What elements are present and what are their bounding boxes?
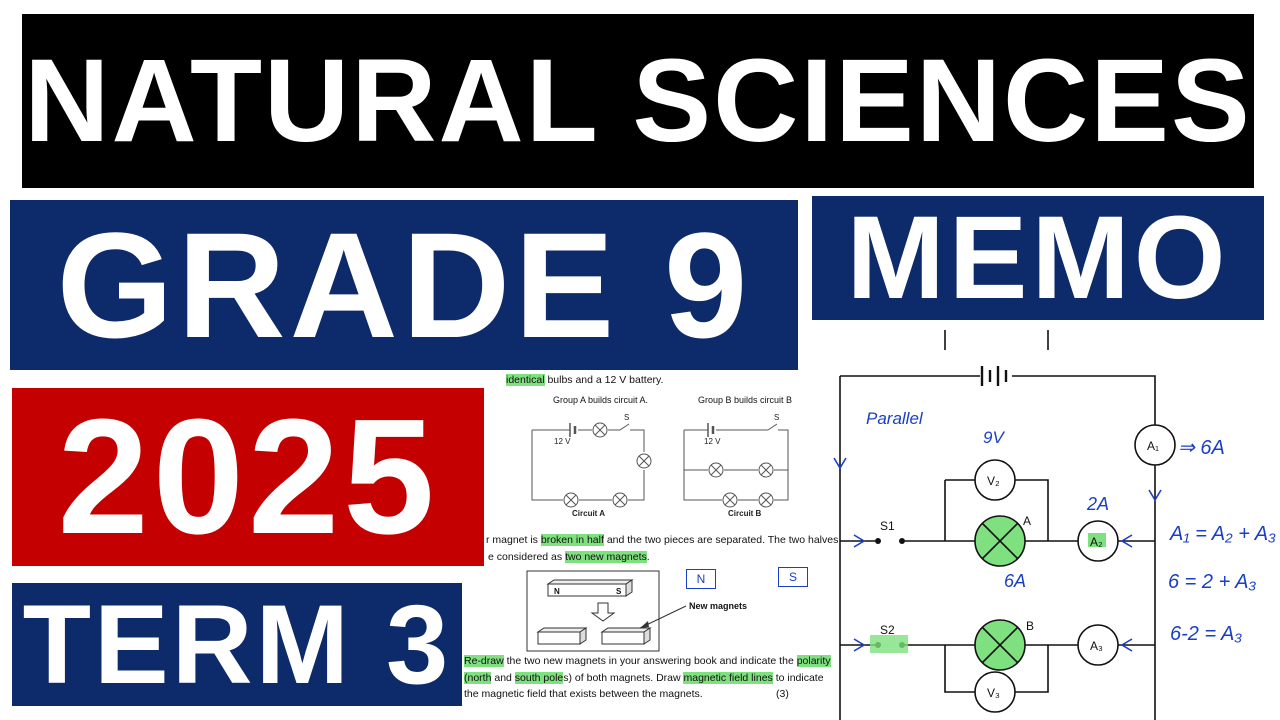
highlight-broken-in-half: broken in half bbox=[540, 534, 604, 546]
magnet-south-label: S bbox=[616, 587, 622, 596]
meter-a2-label: A₂ bbox=[1090, 535, 1103, 549]
circuit-b-voltage: 12 V bbox=[704, 437, 721, 446]
new-magnets-label: New magnets bbox=[689, 601, 748, 611]
magnet-line2-end: . bbox=[646, 551, 650, 563]
highlight-north: (north bbox=[464, 672, 492, 684]
title-banner: NATURAL SCIENCES bbox=[22, 14, 1254, 188]
meter-a3-label: A₃ bbox=[1090, 639, 1103, 653]
poles-line: (north and south poles) of both magnets.… bbox=[464, 672, 824, 684]
highlight-south-pole: south pole bbox=[514, 672, 564, 684]
switch-s2-label: S2 bbox=[880, 623, 895, 637]
circuit-a-switch-label: S bbox=[624, 413, 629, 422]
grade-banner: GRADE 9 bbox=[10, 196, 798, 370]
note-lamp-a-current: 6A bbox=[1004, 571, 1026, 591]
redraw-line: Re-draw the two new magnets in your answ… bbox=[464, 655, 831, 667]
magnet-question-line2: e considered as two new magnets. bbox=[488, 551, 650, 563]
switch-s1-label: S1 bbox=[880, 519, 895, 533]
year-banner: 2025 bbox=[12, 385, 484, 568]
magnet-line1-start: r magnet is bbox=[486, 534, 541, 546]
question-line-bulbs-rest: bulbs and a 12 V battery. bbox=[544, 374, 664, 386]
new-magnets-arrow bbox=[639, 605, 687, 629]
note-equation-1: A₁ = A₂ + A₃ bbox=[1169, 523, 1276, 545]
magnet-north-label: N bbox=[554, 587, 560, 596]
redraw-line-rest: the two new magnets in your answering bo… bbox=[503, 655, 797, 667]
question-line-bulbs: identical bulbs and a 12 V battery. bbox=[506, 374, 663, 386]
circuit-b-label: Circuit B bbox=[728, 509, 762, 518]
magnet-question-line1: r magnet is broken in half and the two p… bbox=[486, 534, 838, 546]
highlight-identical: identical bbox=[506, 374, 545, 386]
handwritten-s-box: S bbox=[778, 567, 808, 587]
meter-v2-label: V₂ bbox=[987, 474, 1000, 488]
highlight-field-lines: magnetic field lines bbox=[683, 672, 773, 684]
note-equation-3: 6-2 = A₃ bbox=[1170, 623, 1242, 645]
field-line: the magnetic field that exists between t… bbox=[464, 688, 703, 700]
handwritten-n-box: N bbox=[686, 569, 716, 589]
poles-line-end: to indicate bbox=[772, 672, 824, 684]
memo-banner: MEMO bbox=[812, 192, 1264, 324]
lamp-b-label: B bbox=[1026, 619, 1034, 633]
highlight-redraw: Re-draw bbox=[464, 655, 504, 667]
term-banner: TERM 3 bbox=[12, 582, 462, 707]
highlight-polarity: polarity bbox=[796, 655, 831, 667]
highlight-two-new-magnets: two new magnets bbox=[565, 551, 647, 563]
circuit-a-diagram: 12 V S Circuit A bbox=[531, 413, 652, 518]
circuit-a-voltage: 12 V bbox=[554, 437, 571, 446]
meter-v3-label: V₃ bbox=[987, 686, 1000, 700]
group-b-caption: Group B builds circuit B bbox=[698, 395, 793, 405]
note-a1-current: ⇒ 6A bbox=[1178, 437, 1225, 459]
magnet-line1-end: and the two pieces are separated. The tw… bbox=[603, 534, 839, 546]
lamp-a-label: A bbox=[1023, 514, 1031, 528]
poles-line-and: and bbox=[491, 672, 515, 684]
group-a-caption: Group A builds circuit A. bbox=[553, 395, 649, 405]
magnet-diagram: N S bbox=[526, 570, 660, 652]
circuit-a-label: Circuit A bbox=[572, 509, 605, 518]
meter-a1-label: A₁ bbox=[1147, 439, 1159, 453]
magnet-line2-start: e considered as bbox=[488, 551, 566, 563]
circuit-b-switch-label: S bbox=[774, 413, 779, 422]
poles-line-rest: s) of both magnets. Draw bbox=[563, 672, 684, 684]
circuit-b-diagram: 12 V S Circuit B bbox=[683, 413, 789, 518]
note-v2-voltage: 9V bbox=[983, 428, 1005, 447]
parallel-circuit-diagram: A₁ A₂ A₃ V₂ V₃ S1 S2 A B Parallel 9V ⇒ 6… bbox=[833, 330, 1276, 720]
note-parallel: Parallel bbox=[866, 409, 924, 428]
note-equation-2: 6 = 2 + A₃ bbox=[1168, 571, 1256, 593]
marks-label: (3) bbox=[776, 688, 789, 700]
note-a2-current: 2A bbox=[1086, 494, 1109, 514]
